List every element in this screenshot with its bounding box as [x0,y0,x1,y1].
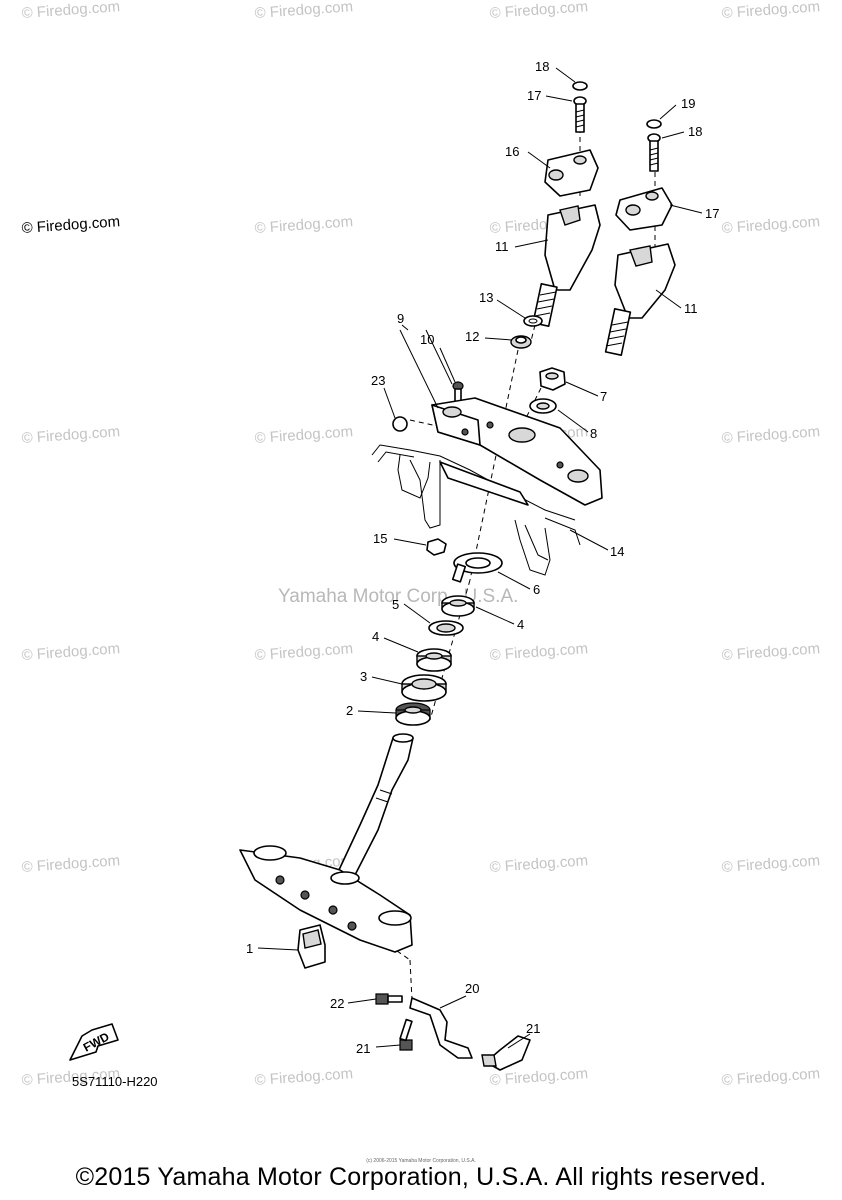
part-18-cap-right [646,119,662,129]
callout-13: 13 [479,290,493,305]
part-1-cap-nut [297,924,326,969]
part-18-cap-left [572,81,588,91]
part-20-bolt [399,1018,413,1051]
callout-5: 5 [392,597,399,612]
part-8-washer [529,398,557,414]
part-17-bolt-right [647,133,661,172]
watermark: © Firedog.com [721,852,821,876]
callout-6: 6 [533,582,540,597]
callout-17-left: 17 [527,88,541,103]
callout-labels: 18 17 19 18 16 17 11 11 13 12 9 10 23 7 … [246,59,719,1056]
callout-16-left: 16 [505,144,519,159]
callout-21: 21 [526,1021,540,1036]
part-9-upper-bracket [431,397,603,506]
lower-bracket [239,845,413,953]
watermark-dark: © Firedog.com [21,213,121,237]
part-6-lock-washer [451,552,503,583]
callout-18-right: 19 [681,96,695,111]
callout-2: 2 [346,703,353,718]
part-10-bolt [452,381,464,404]
part-2-bearing [395,702,431,726]
callout-9: 9 [397,311,404,326]
watermark: © Firedog.com [721,1065,821,1089]
part-15-nut [426,538,447,556]
watermark: © Firedog.com [21,1065,121,1089]
part-11-riser-right [604,243,676,356]
watermark: © Firedog.com [489,640,589,664]
part-16-upper-holder-right [615,187,673,231]
watermark: © Firedog.com [721,0,821,22]
part-23-plug [392,416,408,432]
diagram-code: 5S71110-H220 [72,1074,158,1089]
watermark: © Firedog.com [721,640,821,664]
watermark: © Firedog.com [254,213,354,237]
callout-8: 8 [590,426,597,441]
callout-18-left: 18 [535,59,549,74]
callout-3: 3 [360,669,367,684]
watermark: © Firedog.com [489,852,589,876]
watermark: © Firedog.com [254,1065,354,1089]
callout-22: 22 [330,996,344,1011]
callout-10: 10 [420,332,434,347]
part-3-bearing-race [401,674,447,702]
part-14-wire-bracket [371,444,581,576]
leader-lines [257,67,703,1049]
watermark: © Firedog.com [254,423,354,447]
microprint: (c) 2006-2015 Yamaha Motor Corporation, … [366,1158,476,1164]
callout-4-upper: 4 [517,617,524,632]
callout-12: 12 [465,329,479,344]
callout-11-right: 11 [684,301,698,316]
callout-1: 1 [246,941,253,956]
part-22-bolt [375,993,403,1005]
watermark: © Firedog.com [489,0,589,22]
part-4-ring-nut-upper [441,595,475,617]
part-12-bushing [510,335,532,349]
part-4-ring-nut-lower [416,648,452,672]
callout-16-right: 17 [705,206,719,221]
part-13-washer [523,315,543,327]
part-7-nut [539,367,566,391]
callout-23: 23 [371,373,385,388]
part-11-riser-left [532,204,601,328]
watermark: © Firedog.com [489,1065,589,1089]
copyright-notice: ©2015 Yamaha Motor Corporation, U.S.A. A… [75,1163,767,1191]
part-17-bolt-left [573,96,587,133]
callout-7: 7 [600,389,607,404]
watermark: © Firedog.com [21,852,121,876]
callout-15: 15 [373,531,387,546]
watermark-layer: © Firedog.com © Firedog.com © Firedog.co… [21,0,821,1089]
watermark: © Firedog.com [254,0,354,22]
watermark: © Firedog.com [21,640,121,664]
callout-4-lower: 4 [372,629,379,644]
callout-19: 20 [465,981,479,996]
fwd-arrow-icon: FWD [69,1023,119,1061]
callout-14: 14 [610,544,624,559]
watermark: © Firedog.com [721,213,821,237]
part-16-upper-holder-left [544,149,599,197]
callout-17-right: 18 [688,124,702,139]
part-19-bracket [409,997,473,1059]
callout-11-left: 11 [495,239,509,254]
watermark: © Firedog.com [21,423,121,447]
part-21-reflector [481,1035,531,1071]
watermark: © Firedog.com [721,423,821,447]
watermark: © Firedog.com [21,0,121,22]
part-5-washer [428,620,464,636]
callout-20: 21 [356,1041,370,1056]
steering-stem [337,733,414,876]
watermark: © Firedog.com [254,640,354,664]
